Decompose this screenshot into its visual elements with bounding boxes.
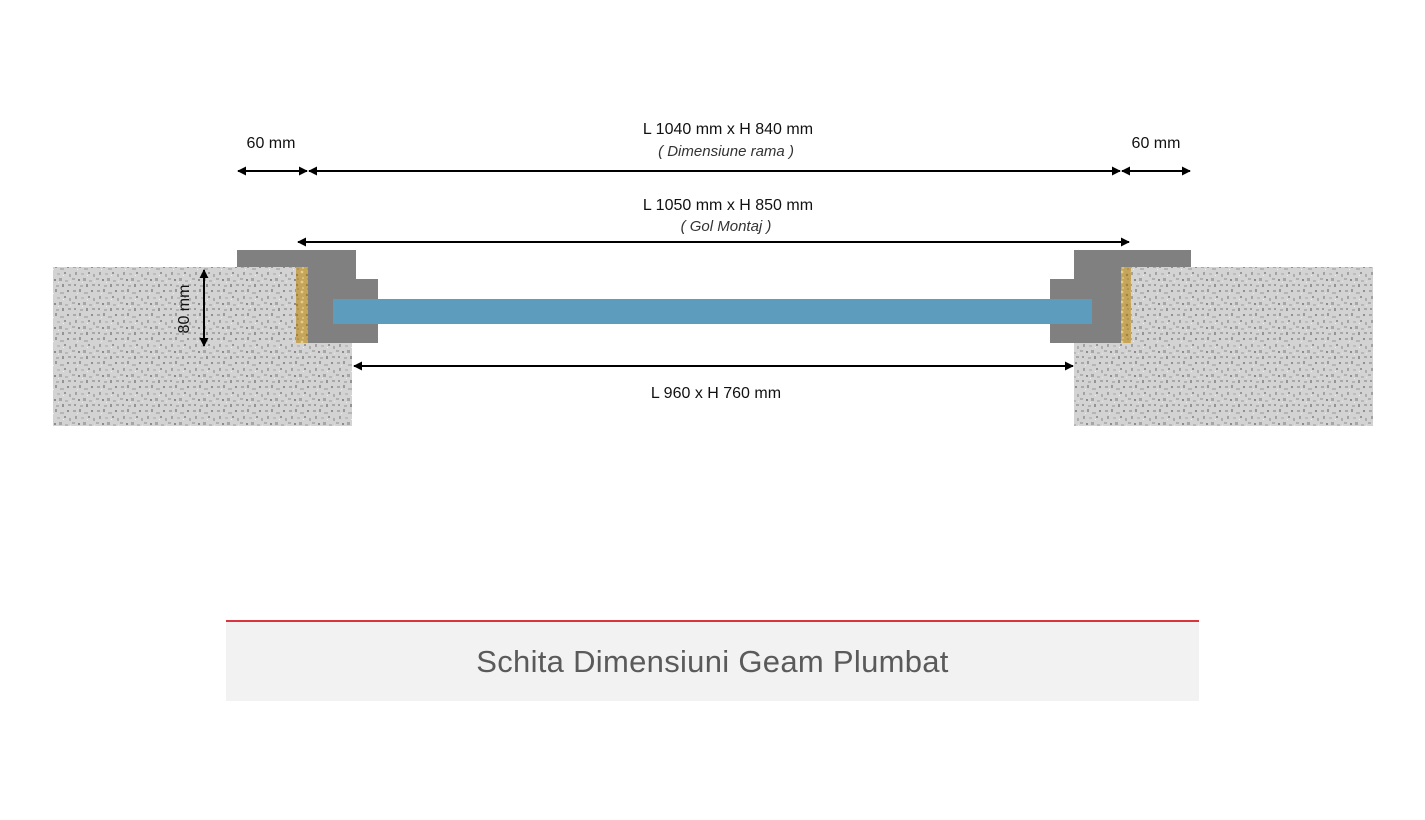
- right-overlap-label: 60 mm: [1132, 135, 1181, 152]
- right-foam: [1121, 267, 1131, 343]
- frame-note-label: ( Dimensiune rama ): [658, 143, 794, 160]
- opening-size-label: L 1050 mm x H 850 mm: [643, 197, 813, 214]
- glass-size-label: L 960 x H 760 mm: [651, 385, 781, 402]
- opening-note-label: ( Gol Montaj ): [681, 218, 772, 235]
- left-foam: [296, 267, 308, 343]
- caption-box: Schita Dimensiuni Geam Plumbat: [226, 620, 1199, 701]
- caption-title: Schita Dimensiuni Geam Plumbat: [476, 643, 949, 679]
- left-overlap-label: 60 mm: [247, 135, 296, 152]
- frame-size-label: L 1040 mm x H 840 mm: [643, 121, 813, 138]
- glass-pane: [333, 299, 1092, 324]
- wall-depth-label: 80 mm: [176, 285, 193, 334]
